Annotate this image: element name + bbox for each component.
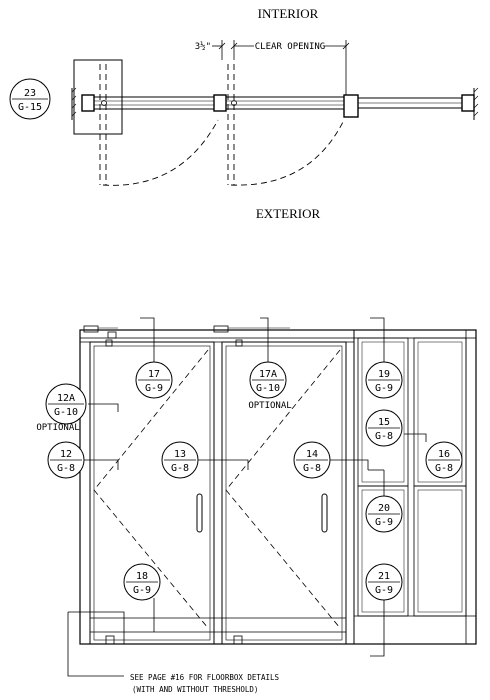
elevation-view: [66, 317, 477, 677]
callout-16: 16G-8: [425, 441, 463, 479]
plan-view: INTERIOR 3½" CLEAR OPENING: [71, 6, 479, 221]
door-leaf-right-plan: [221, 96, 347, 110]
callout-19: 19G-9: [365, 361, 403, 399]
optional-note-12a: OPTIONAL: [36, 423, 79, 433]
callout-sheet-ref: G-9: [375, 517, 393, 528]
callout-number: 17: [148, 369, 160, 380]
callout-12: 12G-8: [47, 441, 85, 479]
callout-sheet-ref: G-8: [303, 463, 321, 474]
callout-number: 13: [174, 449, 186, 460]
callout-number: 12A: [57, 393, 75, 404]
optional-note-17a: OPTIONAL: [248, 401, 291, 411]
callout-bubbles: 23G-1517G-917AG-1012AG-1012G-813G-814G-8…: [9, 78, 463, 601]
callout-number: 21: [378, 571, 390, 582]
callout-sheet-ref: G-9: [375, 585, 393, 596]
leader-lines: [66, 317, 427, 677]
callout-sheet-ref: G-8: [435, 463, 453, 474]
clear-opening-dimension: [212, 40, 350, 95]
callout-21: 21G-9: [365, 563, 403, 601]
callout-17a: 17A G-10: [249, 361, 287, 399]
callout-sheet-ref: G-10: [54, 407, 78, 418]
callout-number: 18: [136, 571, 148, 582]
door-swing-arcs: [99, 64, 345, 186]
callout-number: 17A: [259, 369, 277, 380]
callout-12a: 12A G-10: [45, 383, 87, 425]
callout-number: 20: [378, 503, 390, 514]
callout-18: 18G-9: [123, 563, 161, 601]
callout-20: 20G-9: [365, 495, 403, 533]
floorbox-note-line1: SEE PAGE #16 FOR FLOORBOX DETAILS: [130, 673, 279, 682]
callout-sheet-ref: G-9: [375, 383, 393, 394]
callout-number: 15: [378, 417, 390, 428]
callout-17: 17G-9: [135, 361, 173, 399]
pull-handle-right: [321, 493, 328, 533]
callout-sheet-ref: G-9: [133, 585, 151, 596]
pull-handle-left: [196, 493, 203, 533]
callout-number: 14: [306, 449, 318, 460]
door-leaf-left-plan: [87, 96, 221, 110]
callout-sheet-ref: G-8: [57, 463, 75, 474]
callout-sheet-ref: G-15: [18, 102, 42, 113]
callout-23: 23G-15: [9, 78, 51, 120]
callout-sheet-ref: G-9: [145, 383, 163, 394]
callout-13: 13G-8: [161, 441, 199, 479]
floorbox-note-line2: (WITH AND WITHOUT THRESHOLD): [132, 685, 258, 694]
callout-number: 16: [438, 449, 450, 460]
dimension-fraction: 3½": [195, 41, 211, 52]
interior-label: INTERIOR: [258, 6, 319, 21]
elevation-swing-lines: [93, 349, 341, 629]
callout-sheet-ref: G-8: [171, 463, 189, 474]
callout-14: 14G-8: [293, 441, 331, 479]
dimension-clear-opening: CLEAR OPENING: [255, 42, 325, 52]
callout-sheet-ref: G-10: [256, 383, 280, 394]
callout-number: 23: [24, 88, 36, 99]
callout-number: 12: [60, 449, 72, 460]
sidelite-frame: [353, 329, 477, 645]
callout-number: 19: [378, 369, 390, 380]
callout-15: 15G-8: [365, 409, 403, 447]
exterior-label: EXTERIOR: [256, 206, 321, 221]
callout-sheet-ref: G-8: [375, 431, 393, 442]
